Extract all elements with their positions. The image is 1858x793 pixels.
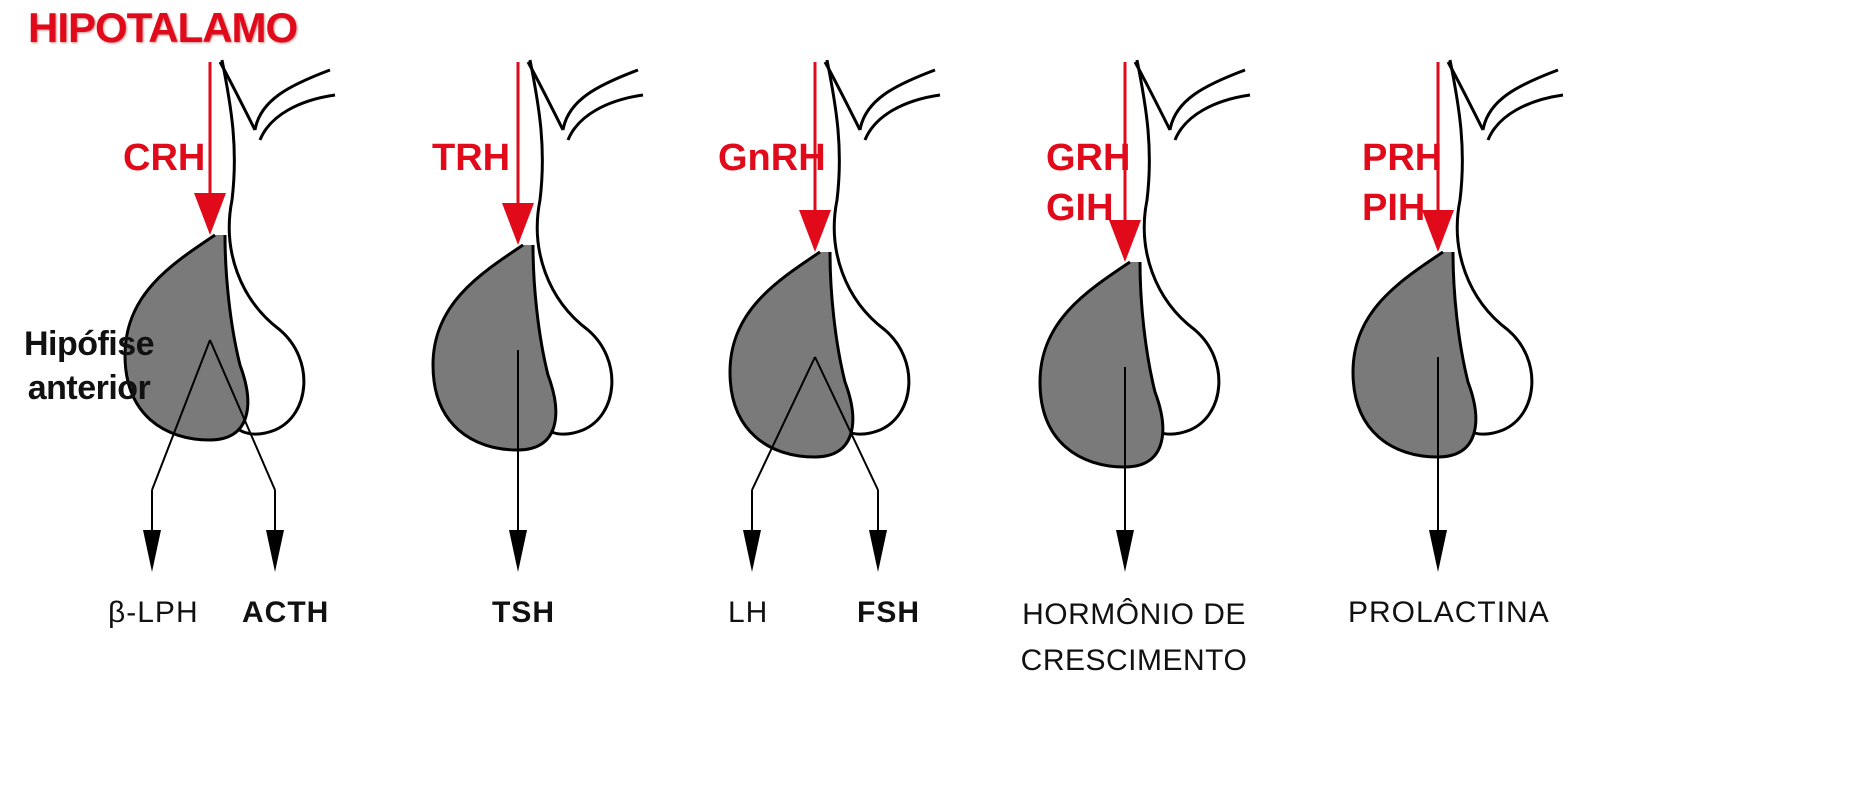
- side-label-line1: Hipófise: [10, 322, 168, 366]
- anterior-lobe: [433, 245, 556, 450]
- output-arrow-head: [143, 530, 161, 572]
- releasing-hormone-prh: PRH: [1362, 130, 1442, 186]
- inhibiting-hormone-gih: GIH: [1046, 180, 1114, 236]
- stalk-outer: [528, 62, 563, 130]
- releasing-hormone-gnrh: GnRH: [718, 130, 826, 186]
- hypothalamus-title: HIPOTALAMO: [28, 4, 297, 52]
- output-lh: LH: [728, 596, 768, 630]
- side-label-line2: anterior: [10, 366, 168, 410]
- output-arrow-head: [1429, 530, 1447, 572]
- output-fsh: FSH: [857, 596, 920, 630]
- anterior-lobe: [730, 252, 853, 457]
- stalk-branch-upper: [563, 70, 638, 130]
- output-arrow-head: [869, 530, 887, 572]
- output-acth: ACTH: [242, 596, 329, 630]
- output-tsh: TSH: [492, 596, 555, 630]
- output-growth-hormone: HORMÔNIO DE CRESCIMENTO: [1004, 592, 1264, 684]
- stalk-branch-upper: [1170, 70, 1245, 130]
- stalk-branch-upper: [1483, 70, 1558, 130]
- stalk-branch-upper: [860, 70, 935, 130]
- releasing-hormone-trh: TRH: [432, 130, 510, 186]
- hypothalamic-arrow-head: [799, 210, 831, 252]
- output-growth-hormone-line2: CRESCIMENTO: [1004, 638, 1264, 684]
- hypothalamic-arrow-head: [502, 203, 534, 245]
- anterior-lobe: [1040, 262, 1163, 467]
- hypothalamic-arrow-head: [1422, 210, 1454, 252]
- output-growth-hormone-line1: HORMÔNIO DE: [1004, 592, 1264, 638]
- releasing-hormone-crh: CRH: [123, 130, 205, 186]
- output-arrow-head: [266, 530, 284, 572]
- stalk-outer: [1448, 62, 1483, 130]
- output-arrow-head: [743, 530, 761, 572]
- anterior-pituitary-label: Hipófise anterior: [10, 322, 168, 410]
- anterior-lobe: [1353, 252, 1476, 457]
- output-beta-lph: β-LPH: [108, 596, 199, 630]
- output-prolactina: PROLACTINA: [1348, 596, 1550, 630]
- hypothalamic-arrow-head: [1109, 220, 1141, 262]
- stalk-outer: [220, 62, 255, 130]
- stalk-branch-upper: [255, 70, 330, 130]
- output-arrow-head: [1116, 530, 1134, 572]
- hypothalamic-arrow-head: [194, 193, 226, 235]
- inhibiting-hormone-pih: PIH: [1362, 180, 1425, 236]
- releasing-hormone-grh: GRH: [1046, 130, 1130, 186]
- stalk-outer: [1135, 62, 1170, 130]
- stalk-outer: [825, 62, 860, 130]
- output-arrow-head: [509, 530, 527, 572]
